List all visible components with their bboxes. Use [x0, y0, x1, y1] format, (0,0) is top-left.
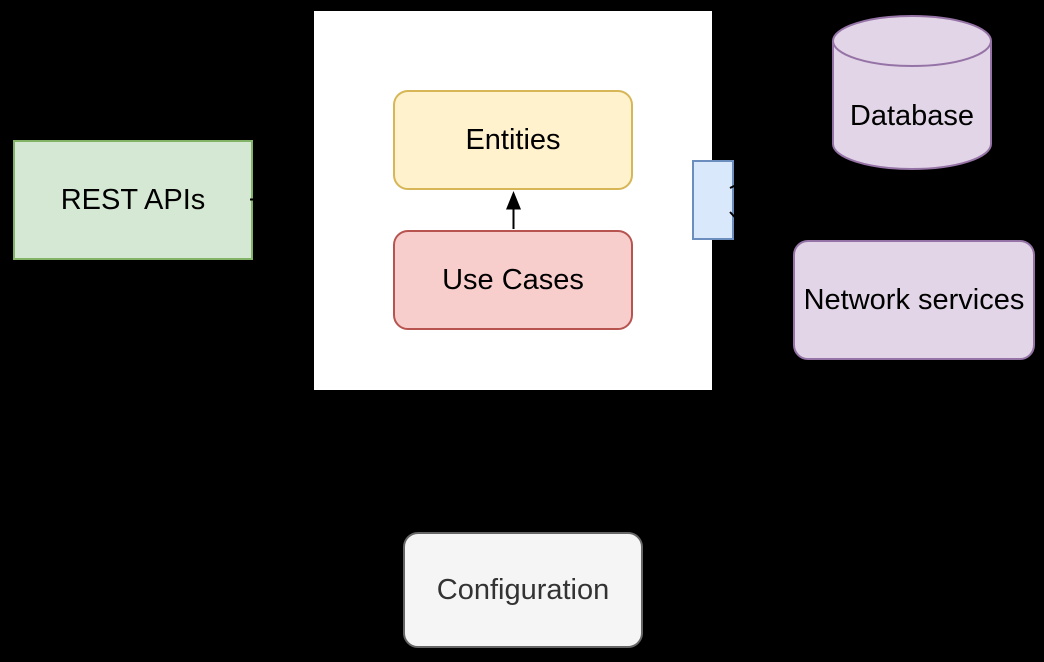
network-services-node: Network services	[793, 240, 1035, 360]
configuration-node: Configuration	[403, 532, 643, 648]
database-node: Database	[832, 63, 992, 170]
rest-apis-node: REST APIs	[13, 140, 253, 260]
architecture-container-box	[314, 11, 712, 390]
entities-label: Entities	[465, 123, 561, 156]
rest-apis-label: REST APIs	[60, 183, 206, 216]
configuration-label: Configuration	[436, 573, 610, 606]
database-label: Database	[849, 100, 975, 132]
network-services-label: Network services	[803, 283, 1025, 316]
port-to-network-services-connector	[729, 211, 792, 279]
database-cylinder-icon	[832, 15, 992, 170]
port-to-database-connector	[729, 139, 831, 189]
use-cases-label: Use Cases	[442, 263, 584, 296]
port-rect	[692, 160, 734, 240]
use-cases-node: Use Cases	[393, 230, 633, 330]
entities-node: Entities	[393, 90, 633, 190]
